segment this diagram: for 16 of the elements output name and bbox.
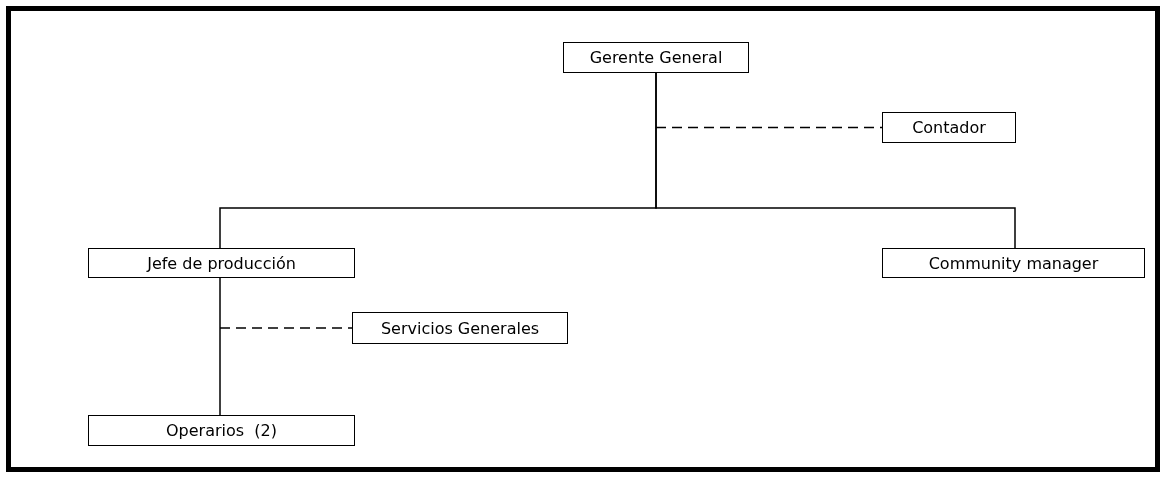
box-label: Gerente General (589, 48, 723, 67)
box-label: Contador (912, 118, 986, 137)
org-box (88, 248, 355, 278)
box-label: Operarios (2) (166, 421, 277, 440)
dashed-connector (655, 126, 883, 129)
box-label: Jefe de producción (147, 253, 296, 273)
box-label: Servicios Generales (380, 318, 540, 338)
org-box (352, 312, 568, 344)
org-box (882, 112, 1016, 143)
org-box (88, 415, 355, 446)
connector-line (219, 277, 221, 416)
connector-line (655, 72, 1016, 249)
org-box (563, 42, 749, 73)
dashed-connector (219, 327, 353, 329)
box-label: Community manager (928, 253, 1099, 273)
org-box (882, 248, 1145, 278)
